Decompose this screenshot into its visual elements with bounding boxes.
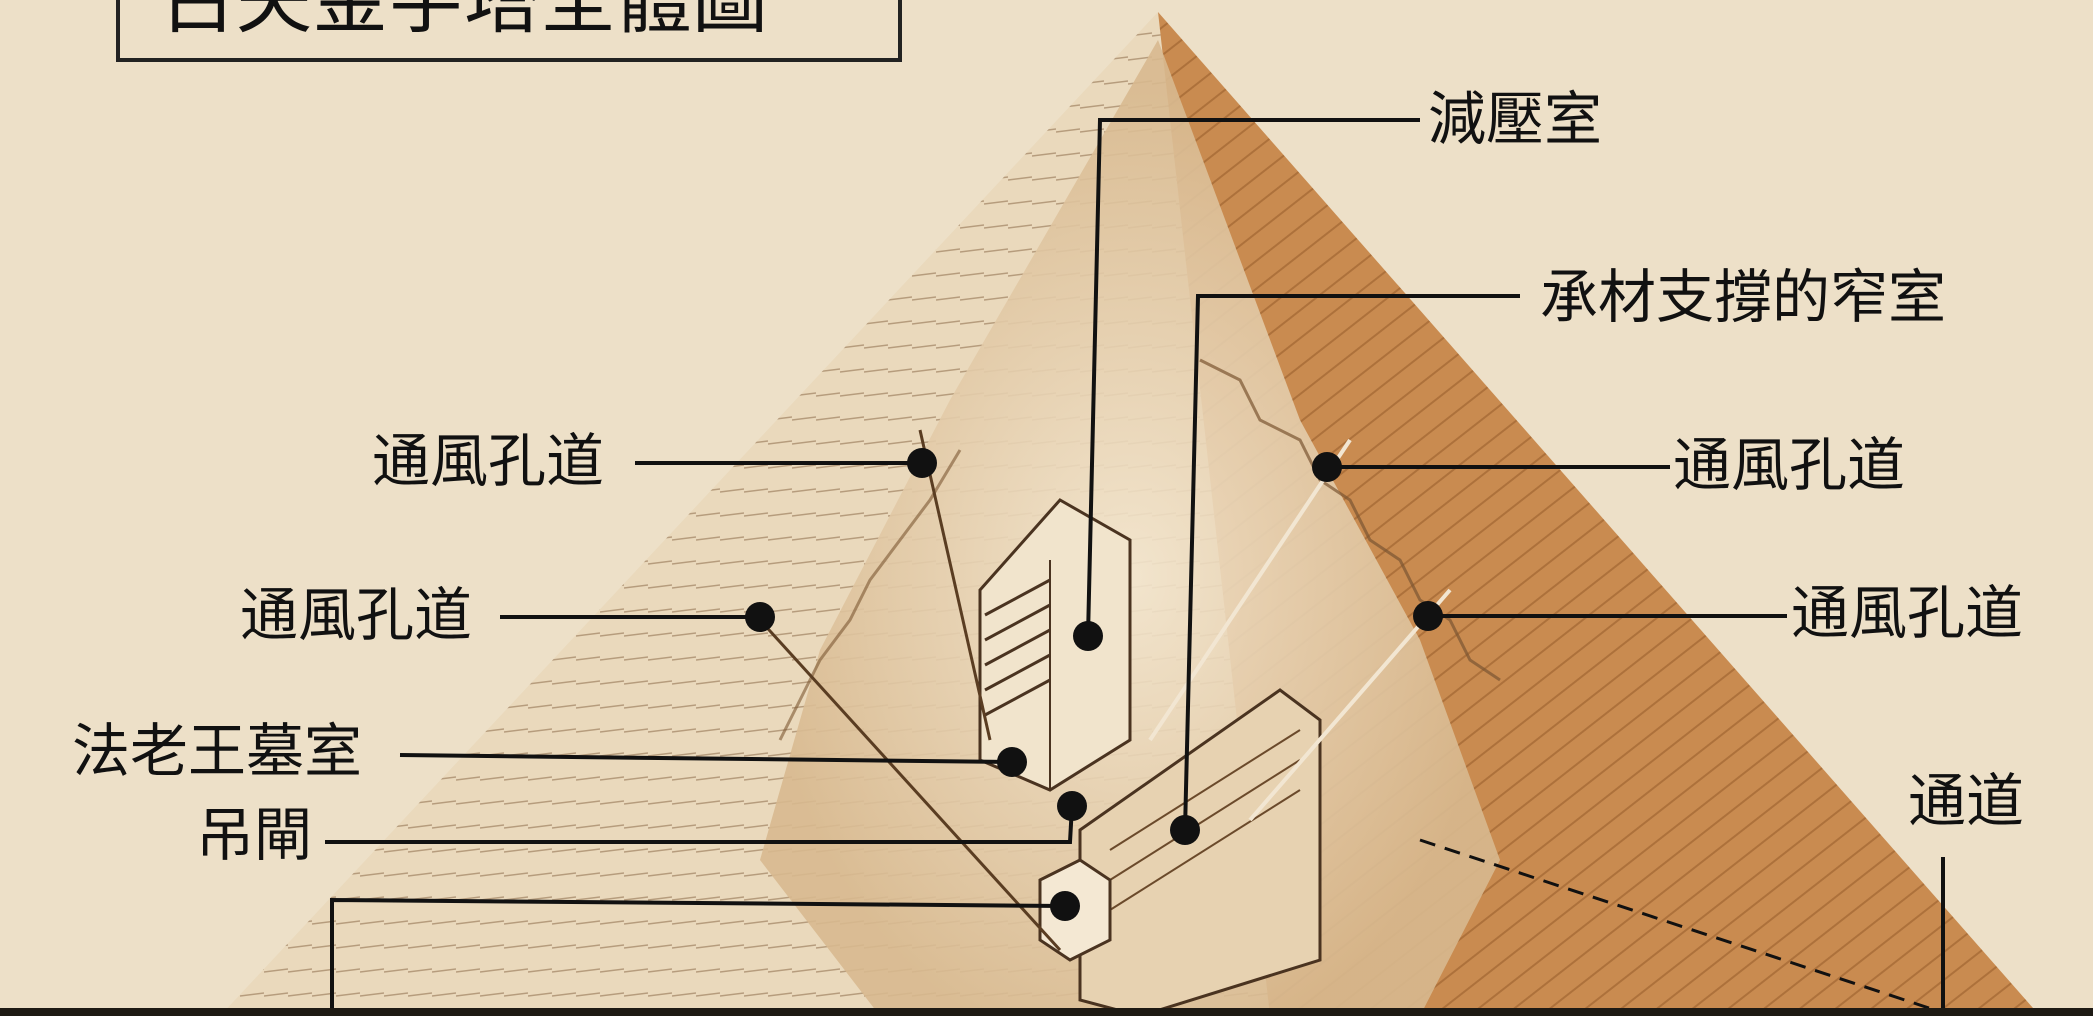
leader-corbelled-chamber xyxy=(1183,294,1520,831)
label-air-shaft-upper-right: 通風孔道 xyxy=(1673,431,1906,499)
leader-lower-chamber xyxy=(330,897,1066,1016)
label-air-shaft-upper-left: 通風孔道 xyxy=(372,427,605,495)
dot-portcullis xyxy=(1057,791,1087,821)
label-portcullis: 吊閘 xyxy=(196,801,313,869)
leader-relieving-chambers xyxy=(1086,118,1420,637)
dot-air-shaft-upper-right xyxy=(1312,452,1342,482)
leader-kings-chamber xyxy=(399,753,1013,764)
title-box: 古夫金字塔全體圖 xyxy=(116,0,902,62)
label-passage: 通道 xyxy=(1908,767,2025,835)
label-relieving-chambers: 減壓室 xyxy=(1428,85,1603,153)
dot-air-shaft-upper-left xyxy=(907,448,937,478)
label-kings-chamber: 法老王墓室 xyxy=(72,717,363,785)
dot-air-shaft-lower-left xyxy=(745,602,775,632)
dot-corbelled-chamber xyxy=(1170,815,1200,845)
dot-kings-chamber xyxy=(997,747,1027,777)
label-corbelled-chamber: 承材支撐的窄室 xyxy=(1540,263,1947,331)
diagram-title: 古夫金字塔全體圖 xyxy=(160,0,768,48)
dot-relieving-chambers xyxy=(1073,621,1103,651)
dot-lower-chamber xyxy=(1050,891,1080,921)
label-air-shaft-lower-left: 通風孔道 xyxy=(240,581,473,649)
label-air-shaft-lower-right: 通風孔道 xyxy=(1791,579,2024,647)
dot-air-shaft-lower-right xyxy=(1413,601,1443,631)
